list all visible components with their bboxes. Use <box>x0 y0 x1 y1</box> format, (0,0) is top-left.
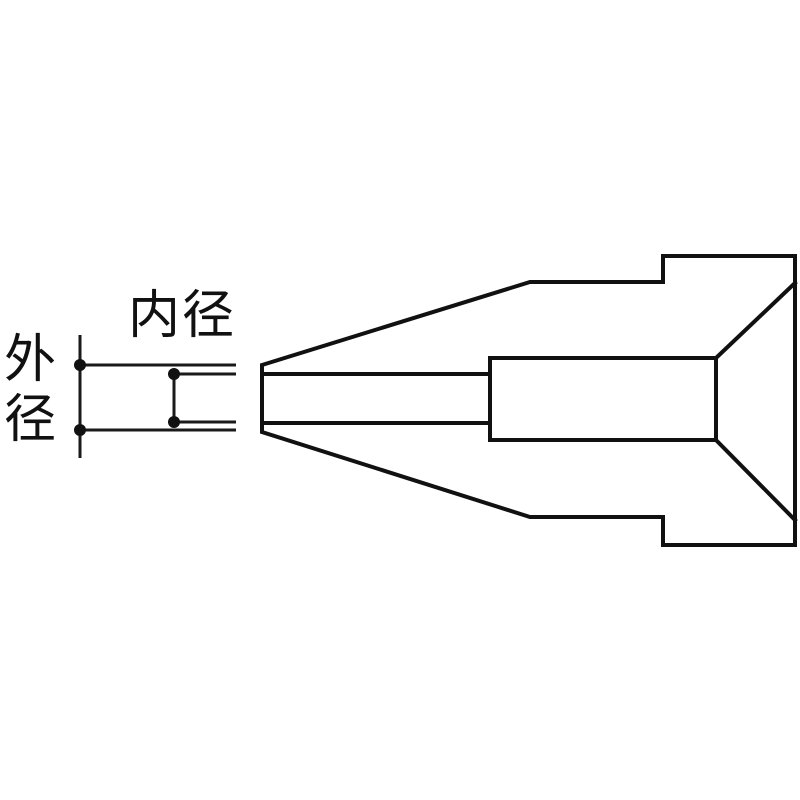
outer-diameter-label-char1: 外 <box>4 330 57 390</box>
cone-bottom <box>713 437 798 523</box>
outer-diameter-label-char2: 径 <box>4 390 57 450</box>
cone-top <box>713 280 798 361</box>
nozzle-outer-profile <box>260 254 797 547</box>
inner-chamber <box>488 356 718 442</box>
outer-dimension-dot-top <box>74 359 86 371</box>
inner-dimension-dot-bottom <box>168 416 180 428</box>
outer-dimension-dot-bottom <box>74 424 86 436</box>
inner-dimension-dot-top <box>168 368 180 380</box>
inner-diameter-label: 内径 <box>128 286 237 346</box>
